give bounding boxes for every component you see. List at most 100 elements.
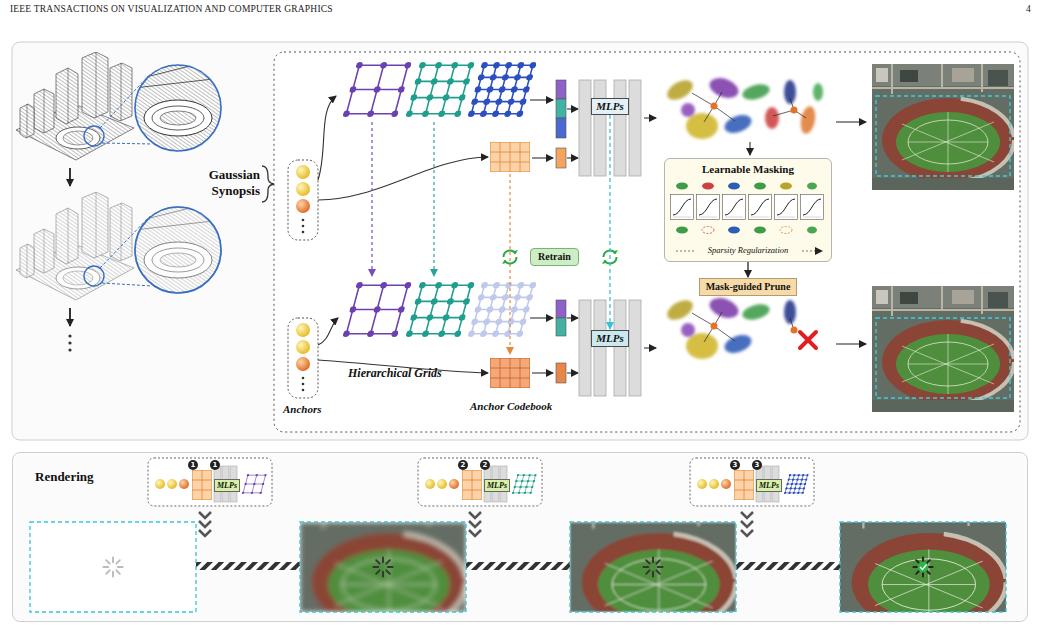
top-panel [12,42,1028,440]
progress-bar [466,562,570,570]
header-text: IEEE TRANSACTIONS ON VISUALIZATION AND C… [10,4,333,14]
anchors [302,389,305,392]
rendered-image [872,64,1014,190]
codebook [490,142,530,388]
anchors [302,219,305,222]
anchors [296,357,310,371]
callout-number: 1 [188,460,198,470]
render-frame [300,522,466,612]
label-text: Learnable Masking [702,163,794,176]
render-group [167,479,177,489]
render-group [179,479,189,489]
flow-arrow [644,117,656,118]
anchor-point [791,327,798,334]
anchors [296,199,310,213]
retrain-box: Retrain [530,248,579,266]
hierarchical-grid [471,285,533,334]
anchor-point [711,103,718,110]
render-group [155,479,165,489]
prune-box: Mask-guided Prune [699,278,798,296]
point-cloud [135,207,221,293]
render-frame [913,557,932,576]
hierarchical-grid [346,65,408,114]
brace [262,166,274,202]
render-frame [300,522,466,612]
feature-vector [556,148,566,168]
label-text: MLPs [217,480,237,491]
mlp-layers [594,300,606,396]
mlp-layers [579,300,591,396]
masking-box: Learnable MaskingSparsity Regularization [664,158,832,262]
mlp-layers [594,80,606,176]
mlp-box: MLPs [214,479,240,492]
mlp-layers [614,300,626,396]
gaussians [765,83,823,135]
gaussians [664,74,796,139]
render-frame [103,557,122,576]
hierarchical-grid [471,285,533,334]
mlp-layers [579,80,591,176]
label-text: Mask-guided Prune [706,281,791,293]
gaussians [664,294,796,359]
render-group [214,466,237,502]
render-group [721,479,731,489]
render-group [192,470,212,500]
progress-bar [196,562,840,570]
label-text: MLPs [596,100,624,113]
render-frame [840,493,1006,631]
hierarchical-grid [409,285,471,334]
render-frame [920,565,927,570]
anchors [288,160,318,240]
callout-number: 3 [730,460,740,470]
render-group [709,479,719,489]
render-frame [643,557,662,576]
hierarchical-grid [409,65,471,114]
progress-bar [736,562,840,570]
render-frame [30,522,196,612]
chevrons [469,512,481,536]
flow-arrow [567,317,578,318]
anchor-arrows [318,96,488,373]
rendered-image [876,318,1010,398]
point-cloud [16,52,134,160]
hierarchical-grid [409,65,471,114]
label-text: MLPs [487,480,507,491]
mask-curves [671,195,694,220]
render-group [513,475,535,493]
mlp-layers [614,80,626,176]
label-text: MLPs [759,480,779,491]
render-group [785,475,807,493]
flow-arrow [836,121,866,122]
anchors [296,165,310,179]
mlp-box: MLPs [591,98,629,115]
mask-curves [728,227,740,234]
render-frame [30,493,1006,631]
hierarchical-grid [346,285,408,334]
render-group [734,470,754,500]
masking-ground [664,158,832,262]
mask-curves [780,227,792,234]
render-group [148,458,814,506]
callout-number: 1 [210,460,220,470]
hierarchical-grid [346,65,533,334]
point-cloud [84,266,104,286]
mask-curves [728,183,740,190]
anchors [296,340,310,354]
feature-vector [556,118,566,138]
point-cloud [134,206,222,294]
mask-curves [754,183,766,190]
point-cloud [84,126,104,146]
anchors [302,383,305,386]
mlp-layers [579,80,641,396]
gaussians [664,74,823,139]
gaussian-links [692,92,806,342]
render-group [756,466,779,502]
label-text: MLPs [596,332,624,345]
point-cloud [16,52,222,352]
mask-curves [676,183,688,190]
point-cloud [134,64,222,152]
feature-vector [556,363,566,383]
render-frame [373,557,392,576]
anchors [296,323,310,337]
